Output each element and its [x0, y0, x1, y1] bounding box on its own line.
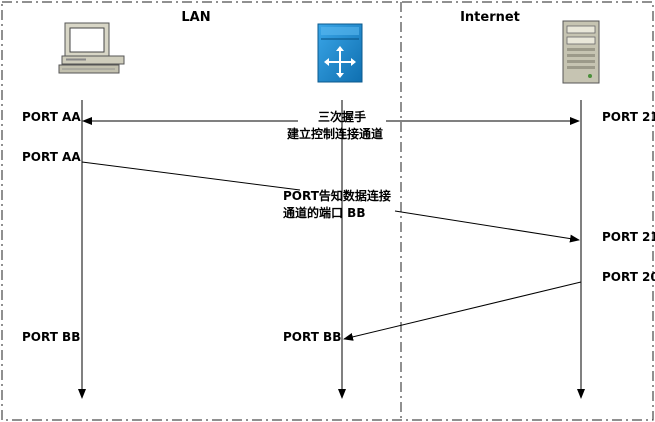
client-port-bb: PORT BB — [22, 330, 80, 344]
port-notice-line-a — [81, 161, 301, 191]
lan-zone-title: LAN — [181, 10, 210, 25]
internet-zone-title: Internet — [460, 10, 520, 25]
server-port-21-mid: PORT 21 — [602, 230, 655, 244]
port-notice-label-line1: PORT告知数据连接 — [283, 188, 391, 203]
server-tower-icon — [562, 20, 600, 84]
firewall-port-bb: PORT BB — [283, 330, 341, 344]
handshake-label-line2: 建立控制连接通道 — [286, 126, 383, 141]
client-port-aa-top: PORT AA — [22, 110, 81, 124]
server-port-20: PORT 20 — [602, 270, 655, 284]
server-port-21-top: PORT 21 — [602, 110, 655, 124]
port-notice-arrow — [394, 210, 580, 243]
port-notice-label-line2: 通道的端口 BB — [283, 205, 365, 220]
data-connection-arrow — [343, 281, 582, 341]
handshake-label-line1: 三次握手 — [318, 109, 366, 124]
firewall-router-icon — [317, 23, 363, 83]
desktop-computer-icon — [58, 22, 125, 74]
handshake-arrowhead-left — [82, 117, 92, 125]
client-port-aa-second: PORT AA — [22, 150, 81, 164]
